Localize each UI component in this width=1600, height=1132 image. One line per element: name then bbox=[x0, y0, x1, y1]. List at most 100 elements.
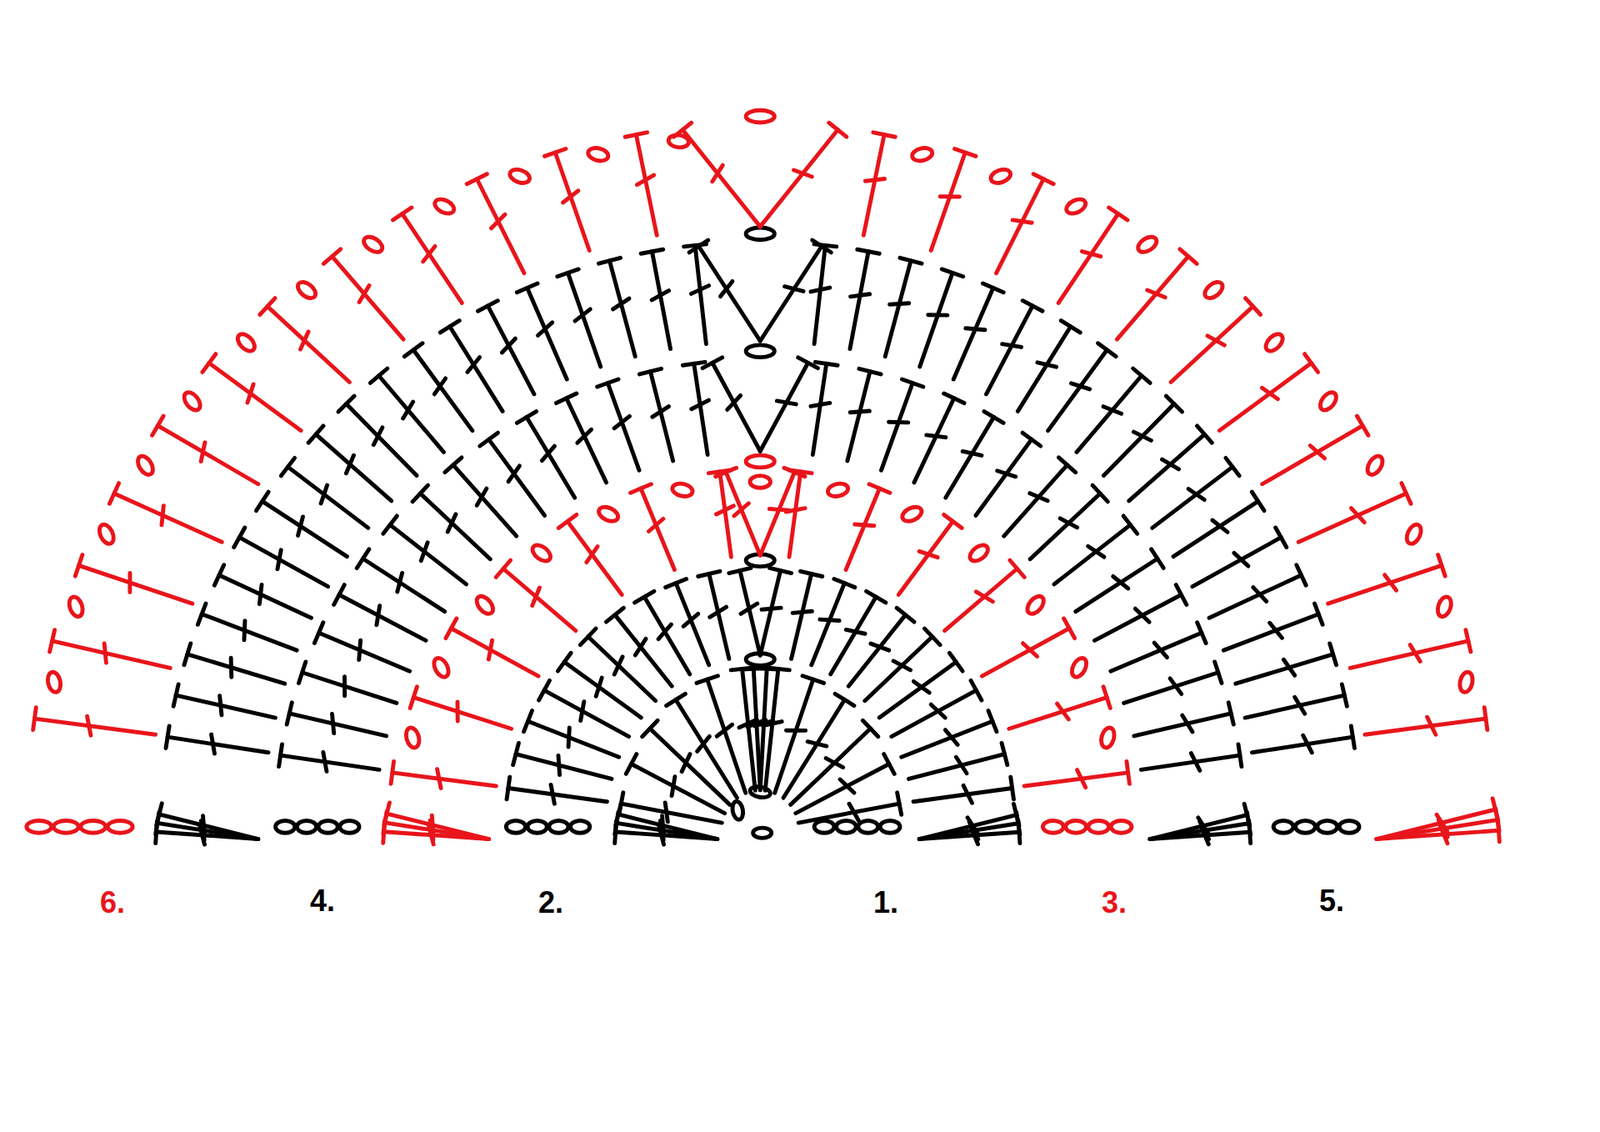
double-crochet bbox=[201, 614, 297, 650]
row-number: 3. bbox=[1101, 887, 1127, 918]
double-crochet-bar bbox=[431, 815, 434, 835]
double-crochet-top bbox=[1033, 174, 1054, 185]
double-crochet-top bbox=[545, 149, 566, 157]
double-crochet-bar bbox=[247, 384, 254, 403]
double-crochet-top bbox=[308, 425, 324, 443]
double-crochet bbox=[635, 135, 657, 236]
double-crochet bbox=[503, 568, 576, 630]
double-crochet-top bbox=[338, 395, 355, 412]
double-crochet bbox=[219, 575, 311, 618]
double-crochet bbox=[1030, 493, 1100, 560]
double-crochet-top bbox=[1010, 560, 1025, 577]
double-crochet-bar bbox=[550, 784, 555, 804]
double-crochet-bar bbox=[437, 769, 441, 789]
double-crochet-top bbox=[769, 567, 791, 573]
double-crochet-bar bbox=[277, 550, 281, 570]
double-crochet-top bbox=[1465, 630, 1471, 652]
double-crochet-top bbox=[1098, 343, 1117, 357]
double-crochet-bar bbox=[928, 312, 948, 317]
double-crochet bbox=[319, 632, 410, 671]
double-crochet-bar bbox=[614, 415, 630, 428]
double-crochet-top bbox=[580, 628, 596, 645]
double-crochet-top bbox=[1215, 661, 1222, 684]
chain-stitch bbox=[235, 330, 259, 355]
double-crochet-bar bbox=[1207, 335, 1225, 345]
double-crochet-bar bbox=[794, 170, 813, 177]
chain-stitch bbox=[880, 820, 900, 834]
double-crochet-top bbox=[556, 393, 577, 404]
double-crochet bbox=[675, 583, 710, 665]
double-crochet-top bbox=[1296, 565, 1306, 585]
double-crochet-top bbox=[412, 485, 428, 502]
double-crochet-bar bbox=[635, 638, 646, 655]
double-crochet-top bbox=[949, 652, 963, 671]
double-crochet-bar bbox=[211, 734, 215, 754]
double-crochet-bar bbox=[1081, 251, 1100, 257]
double-crochet bbox=[114, 493, 222, 542]
double-crochet-top bbox=[480, 432, 499, 446]
double-crochet-top bbox=[50, 630, 55, 652]
double-crochet-bar bbox=[889, 420, 909, 425]
double-crochet-top bbox=[605, 607, 624, 622]
chain-stitch bbox=[527, 820, 547, 834]
chain-stitch bbox=[1435, 595, 1454, 619]
row-number: 1. bbox=[873, 887, 899, 918]
double-crochet-bar bbox=[727, 395, 741, 410]
double-crochet-top bbox=[298, 661, 305, 684]
chain-stitch bbox=[1339, 820, 1360, 834]
double-crochet-top bbox=[897, 792, 902, 815]
double-crochet-top bbox=[1109, 207, 1128, 220]
double-crochet-bar bbox=[710, 606, 727, 617]
double-crochet bbox=[913, 787, 1013, 801]
double-crochet bbox=[901, 720, 993, 757]
double-crochet-top bbox=[1103, 686, 1110, 709]
double-crochet-bar bbox=[825, 758, 844, 768]
double-crochet-bar bbox=[1234, 552, 1249, 566]
double-crochet-top bbox=[356, 549, 370, 569]
double-crochet-bar bbox=[586, 546, 598, 563]
double-crochet-bar bbox=[359, 285, 370, 302]
chain-stitch bbox=[814, 820, 835, 834]
double-crochet-top bbox=[513, 742, 520, 765]
double-crochet-bar bbox=[769, 509, 789, 511]
double-crochet-top bbox=[440, 320, 460, 333]
double-crochet-top bbox=[1438, 555, 1446, 577]
double-crochet-bar bbox=[648, 518, 664, 531]
double-crochet bbox=[898, 520, 953, 595]
double-crochet-top bbox=[666, 693, 686, 705]
double-crochet-bar bbox=[807, 741, 827, 746]
double-crochet-top bbox=[689, 240, 709, 253]
double-crochet bbox=[450, 628, 539, 676]
double-crochet bbox=[981, 628, 1070, 676]
double-crochet bbox=[476, 179, 525, 274]
double-crochet bbox=[1173, 500, 1259, 556]
chain-stitch bbox=[135, 453, 156, 478]
double-crochet bbox=[845, 488, 880, 570]
chain-stitch bbox=[549, 820, 569, 834]
double-crochet-bar bbox=[1002, 344, 1022, 348]
double-crochet-top bbox=[665, 579, 687, 588]
double-crochet-top bbox=[597, 379, 619, 387]
double-crochet-top bbox=[390, 761, 394, 785]
double-crochet bbox=[453, 465, 517, 536]
double-crochet bbox=[508, 787, 608, 801]
chain-stitch bbox=[1064, 196, 1088, 217]
chain-stitch bbox=[340, 820, 360, 834]
double-crochet-top bbox=[834, 579, 855, 588]
double-crochet-top bbox=[784, 467, 805, 476]
double-crochet-top bbox=[862, 720, 879, 737]
double-crochet-top bbox=[970, 680, 982, 700]
double-crochet bbox=[865, 636, 933, 701]
double-crochet-top bbox=[984, 411, 1004, 424]
double-crochet bbox=[1235, 654, 1334, 684]
double-crochet-bar bbox=[1182, 715, 1193, 732]
double-crochet bbox=[339, 594, 426, 640]
double-crochet bbox=[1251, 736, 1353, 753]
double-crochet bbox=[775, 679, 814, 793]
double-crochet-top bbox=[873, 132, 895, 137]
double-crochet-bar bbox=[397, 572, 403, 592]
double-crochet-top bbox=[1133, 368, 1151, 383]
double-crochet bbox=[760, 668, 767, 790]
double-crochet-top bbox=[152, 415, 165, 435]
double-crochet-top bbox=[642, 720, 659, 737]
